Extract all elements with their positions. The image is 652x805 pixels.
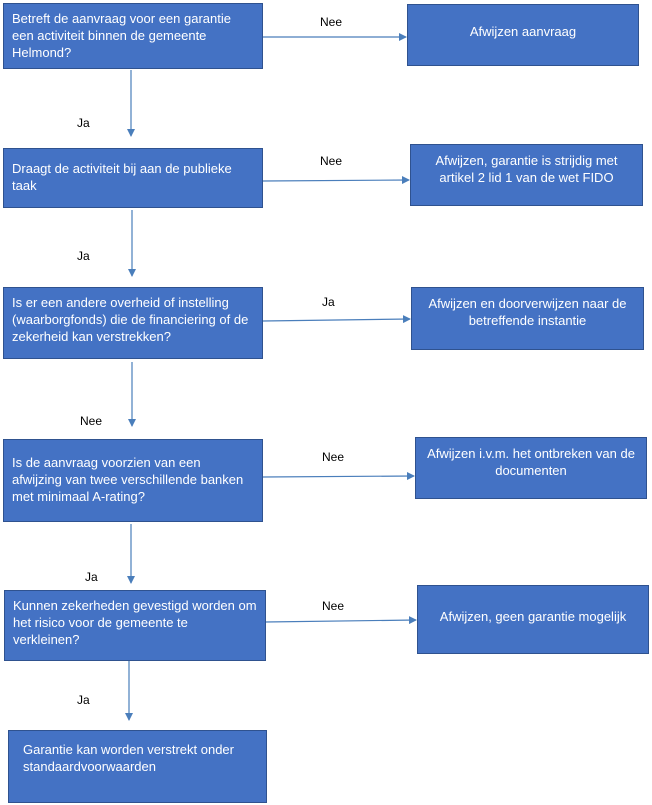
question-box-2: Draagt de activiteit bij aan de publieke… xyxy=(3,148,263,208)
question-box-4: Is de aanvraag voorzien van een afwijzin… xyxy=(3,439,263,522)
question-box-5: Kunnen zekerheden gevestigd worden om he… xyxy=(4,590,266,661)
label-q2-ja: Ja xyxy=(77,249,90,263)
label-q1-nee: Nee xyxy=(320,15,343,29)
arrow-q4-nee xyxy=(262,472,415,481)
label-q3-nee: Nee xyxy=(80,414,103,428)
final-box: Garantie kan worden verstrekt onder stan… xyxy=(8,730,267,803)
arrow-q2-nee xyxy=(262,176,410,185)
outcome-box-1: Afwijzen aanvraag xyxy=(407,4,639,66)
arrow-q5-nee xyxy=(264,616,417,625)
outcome-box-5: Afwijzen, geen garantie mogelijk xyxy=(417,585,649,654)
question-box-3: Is er een andere overheid of instelling … xyxy=(3,287,263,359)
label-q2-nee: Nee xyxy=(320,154,343,168)
label-q5-ja: Ja xyxy=(77,693,90,707)
label-q4-ja: Ja xyxy=(85,570,98,584)
label-q4-nee: Nee xyxy=(322,450,345,464)
outcome-box-3: Afwijzen en doorverwijzen naar de betref… xyxy=(411,287,644,350)
label-q3-ja: Ja xyxy=(322,295,335,309)
arrow-q3-ja xyxy=(262,315,411,324)
label-q5-nee: Nee xyxy=(322,599,345,613)
question-box-1: Betreft de aanvraag voor een garantie ee… xyxy=(3,3,263,69)
outcome-box-2: Afwijzen, garantie is strijdig met artik… xyxy=(410,144,643,206)
outcome-box-4: Afwijzen i.v.m. het ontbreken van de doc… xyxy=(415,437,647,499)
label-q1-ja: Ja xyxy=(77,116,90,130)
